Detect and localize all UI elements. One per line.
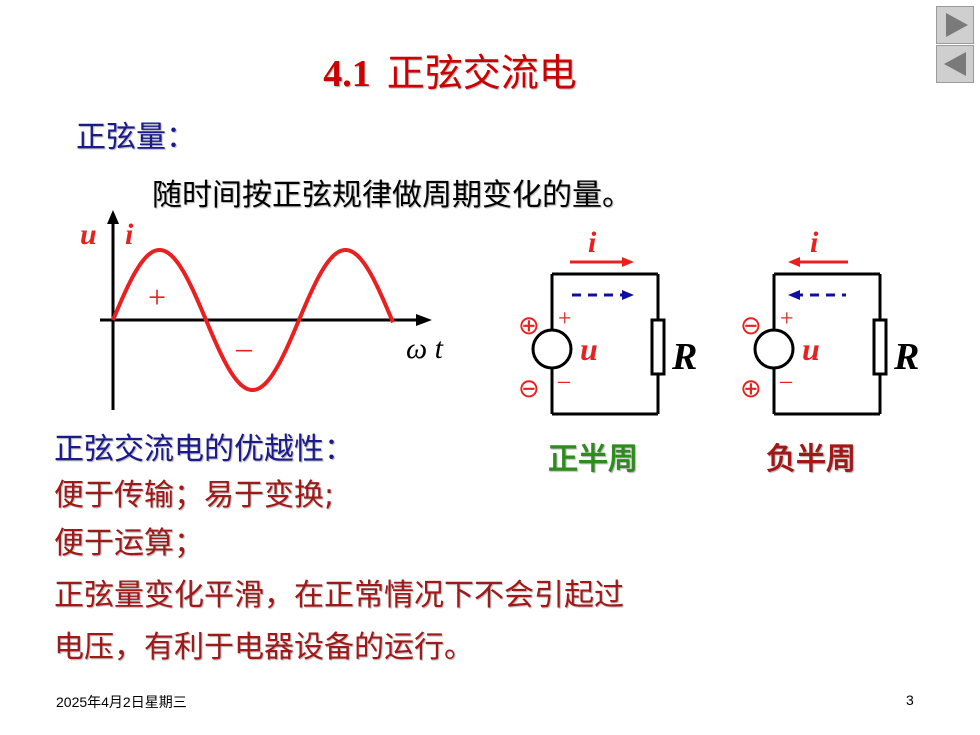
circuit-1-resistor xyxy=(650,318,666,376)
circuit-2-resistor xyxy=(872,318,888,376)
advantages-title: 正弦交流电的优越性： xyxy=(54,432,354,467)
circuit-2-current-label: i xyxy=(810,226,819,259)
circuit-1-current-arrow-head xyxy=(622,257,634,267)
circuit-1-plus-sign: + xyxy=(558,306,572,332)
circuit-1-minus-sign: – xyxy=(557,368,571,394)
sinusoid-heading: 正弦量： xyxy=(76,120,196,155)
caption-negative-half: 负半周 xyxy=(766,442,856,477)
title-text: 正弦交流电 xyxy=(386,51,577,95)
y-label-u: u xyxy=(80,218,97,251)
prev-slide-button[interactable] xyxy=(936,45,974,83)
circuit-2-flow-arrow-head xyxy=(788,290,800,300)
y-axis-arrow xyxy=(107,210,119,224)
negative-half-sign: – xyxy=(235,329,253,365)
circuit-2-plus-sign: + xyxy=(780,306,794,332)
advantage-line-1: 便于传输；易于变换; xyxy=(54,478,335,513)
sinusoid-definition: 随时间按正弦规律做周期变化的量。 xyxy=(152,178,632,213)
advantage-line-2: 便于运算； xyxy=(54,526,204,561)
circuit-1-source-label: u xyxy=(580,331,598,367)
triangle-right-icon xyxy=(946,13,968,37)
positive-half-sign: + xyxy=(148,279,166,315)
circuit-1-current-label: i xyxy=(588,226,597,259)
x-label-omega-t: ω t xyxy=(406,332,444,365)
circuit-1-bottom-polarity-symbol: ⊖ xyxy=(518,374,540,403)
footer-date: 2025年4月2日星期三 xyxy=(56,694,187,710)
circuit-1-resistor-label: R xyxy=(671,336,697,378)
circuit-2-resistor-label: R xyxy=(893,336,919,378)
sine-curve xyxy=(111,248,395,392)
circuit-1-ac-source xyxy=(531,328,573,370)
circuit-2-top-polarity-symbol: ⊖ xyxy=(740,311,762,340)
advantage-line-3: 正弦量变化平滑，在正常情况下不会引起过 xyxy=(54,578,624,613)
triangle-left-icon xyxy=(944,52,966,76)
circuit-2-source-label: u xyxy=(802,331,820,367)
circuit-1-top-polarity-symbol: ⊕ xyxy=(518,311,540,340)
circuit-2-ac-source xyxy=(753,328,795,370)
slide-title: 4.1 正弦交流电 xyxy=(0,42,900,97)
circuit-2-bottom-polarity-symbol: ⊕ xyxy=(740,374,762,403)
circuit-1-flow-arrow-head xyxy=(622,290,634,300)
circuit-2-minus-sign: – xyxy=(779,368,793,394)
caption-positive-half: 正半周 xyxy=(548,442,638,477)
title-number: 4.1 xyxy=(323,53,371,95)
x-axis-arrow xyxy=(416,314,432,326)
advantage-line-4: 电压，有利于电器设备的运行。 xyxy=(54,630,474,665)
circuit-2-current-arrow-head xyxy=(788,257,800,267)
sine-waveform-diagram: u i + – ω t xyxy=(80,210,444,410)
y-label-i: i xyxy=(125,218,134,251)
next-slide-button[interactable] xyxy=(936,6,974,44)
page-number: 3 xyxy=(906,692,914,708)
